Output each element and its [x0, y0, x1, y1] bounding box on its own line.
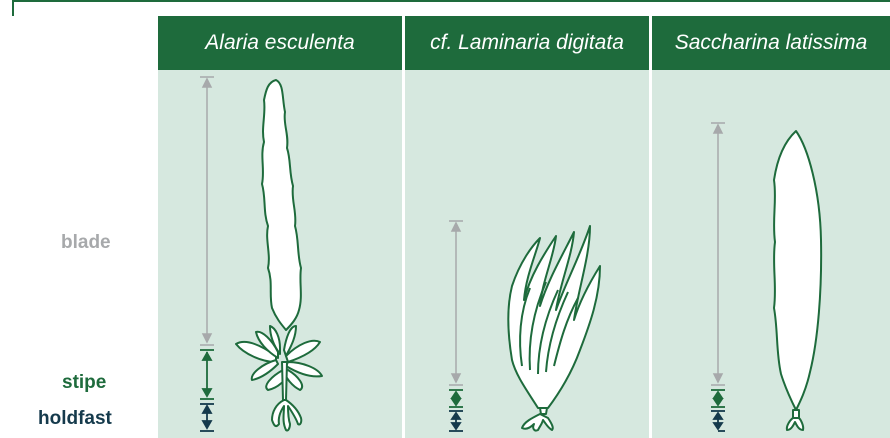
panel-saccharina	[652, 70, 890, 438]
frame-top-rule	[12, 0, 890, 16]
column-header-saccharina: Saccharina latissima	[652, 16, 890, 70]
saccharina-plant	[773, 130, 823, 431]
row-label-holdfast: holdfast	[38, 408, 112, 429]
row-label-stipe: stipe	[62, 372, 107, 393]
laminaria-plant	[507, 225, 601, 432]
saccharina-measure-lines	[711, 122, 725, 432]
column-header-laminaria: cf. Laminaria digitata	[405, 16, 649, 70]
column-header-alaria: Alaria esculenta	[158, 16, 402, 70]
row-label-blade: blade	[61, 232, 111, 253]
alaria-measure-lines	[200, 76, 214, 432]
species-name-laminaria: cf. Laminaria digitata	[430, 31, 624, 54]
column-divider	[402, 8, 405, 438]
alaria-plant	[235, 79, 323, 432]
species-name-alaria: Alaria esculenta	[205, 31, 355, 54]
laminaria-measure-lines	[449, 220, 463, 432]
species-name-saccharina: Saccharina latissima	[674, 31, 868, 54]
column-divider	[649, 8, 652, 438]
